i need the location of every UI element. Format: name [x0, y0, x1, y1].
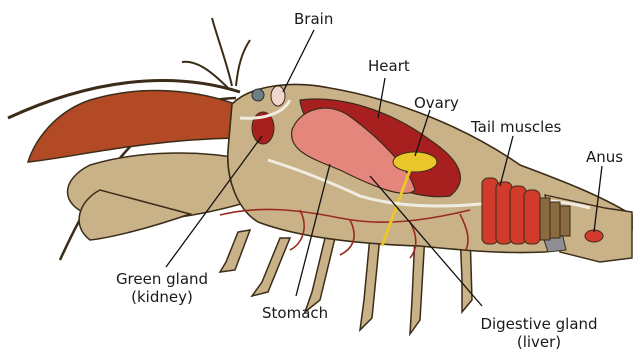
claw-upper [28, 91, 250, 162]
label-ovary: Ovary [414, 94, 459, 112]
label-digestive-gland-line2: (liver) [464, 333, 614, 351]
label-stomach: Stomach [262, 304, 328, 322]
label-green-gland: Green gland (kidney) [98, 270, 226, 306]
brain-organ [271, 86, 285, 106]
label-digestive-gland: Digestive gland (liver) [464, 315, 614, 351]
short-antennule-3 [236, 40, 250, 86]
label-heart: Heart [368, 57, 410, 75]
eye [252, 89, 264, 101]
label-digestive-gland-line1: Digestive gland [464, 315, 614, 333]
label-brain: Brain [294, 10, 333, 28]
label-tail-muscles: Tail muscles [471, 118, 561, 136]
label-green-gland-line2: (kidney) [98, 288, 226, 306]
label-green-gland-line1: Green gland [98, 270, 226, 288]
label-anus: Anus [586, 148, 623, 166]
